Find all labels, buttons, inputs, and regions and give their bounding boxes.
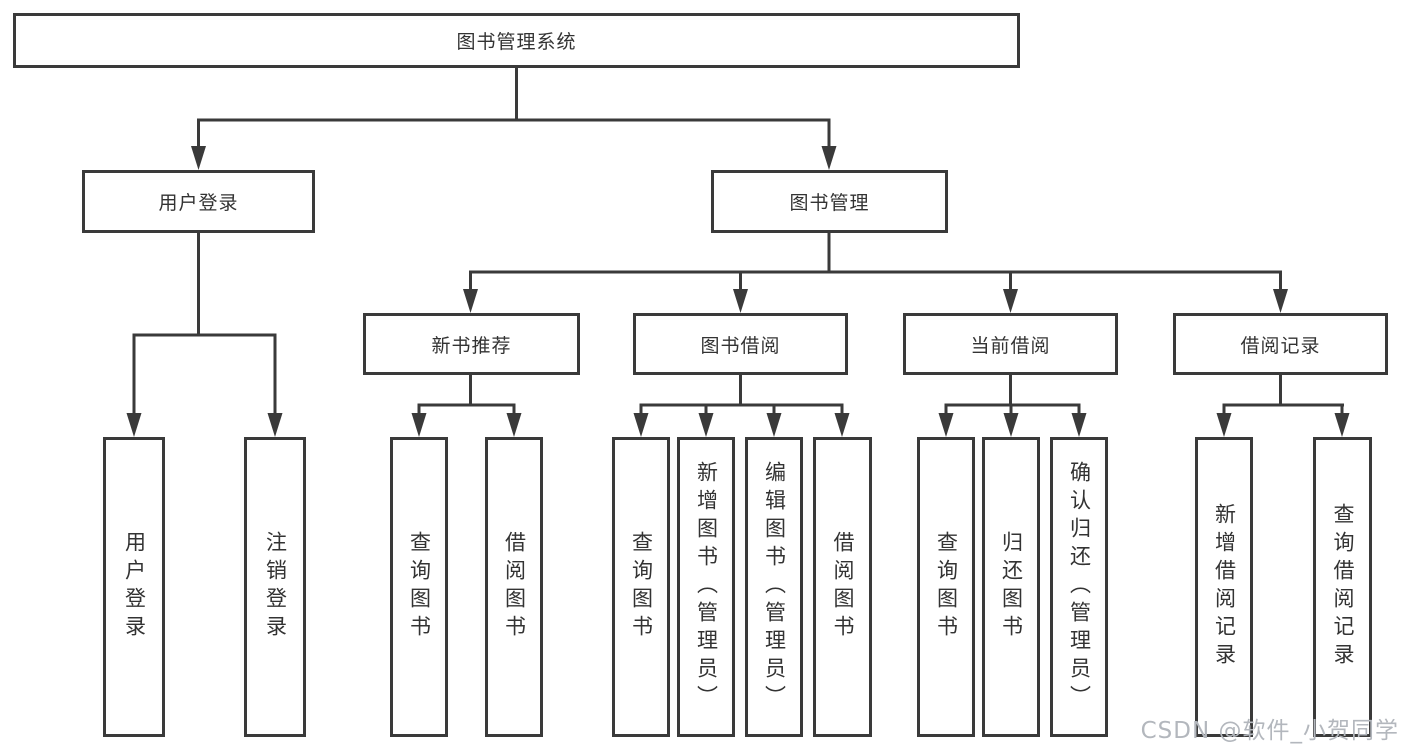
node-label: 编辑图书（管理员） [762,461,787,713]
node-user-login: 用户登录 [82,170,315,233]
node-label: 查询图书 [629,531,654,643]
node-book-management: 图书管理 [711,170,948,233]
node-label: 用户登录 [122,531,147,643]
node-borrowing-records: 借阅记录 [1173,313,1388,375]
leaf-edit-books-admin: 编辑图书（管理员） [745,437,803,737]
leaf-logout: 注销登录 [244,437,306,737]
node-current-borrowing: 当前借阅 [903,313,1118,375]
leaf-return-books: 归还图书 [982,437,1040,737]
leaf-add-borrow-record: 新增借阅记录 [1195,437,1253,737]
node-label: 查询图书 [407,531,432,643]
node-label: 图书管理系统 [456,31,577,53]
node-label: 新书推荐 [431,334,512,357]
node-label: 当前借阅 [970,334,1051,357]
node-label: 借阅记录 [1240,334,1321,357]
node-label: 确认归还（管理员） [1067,461,1092,713]
leaf-borrow-books-recommend: 借阅图书 [485,437,543,737]
node-label: 注销登录 [263,531,288,643]
node-label: 用户登录 [158,192,239,214]
node-new-book-recommendation: 新书推荐 [363,313,580,375]
leaf-query-borrow-record: 查询借阅记录 [1313,437,1372,737]
node-label: 查询图书 [934,531,959,643]
node-label: 借阅图书 [831,531,855,643]
leaf-query-books-recommend: 查询图书 [390,437,448,737]
node-label: 图书借阅 [700,334,781,357]
leaf-borrow-books: 借阅图书 [813,437,872,737]
node-library-management-system: 图书管理系统 [13,13,1020,68]
leaf-add-books-admin: 新增图书（管理员） [677,437,735,737]
node-label: 图书管理 [789,192,870,214]
node-label: 借阅图书 [502,531,527,643]
node-label: 归还图书 [999,531,1024,643]
node-label: 查询借阅记录 [1331,503,1355,671]
watermark: CSDN @软件_小贺同学 [1140,718,1399,744]
leaf-confirm-return-admin: 确认归还（管理员） [1050,437,1108,737]
node-label: 新增借阅记录 [1212,503,1237,671]
node-book-borrowing: 图书借阅 [633,313,848,375]
node-label: 新增图书（管理员） [694,461,719,713]
leaf-query-books-current: 查询图书 [917,437,975,737]
leaf-user-login: 用户登录 [103,437,165,737]
leaf-query-books-borrow: 查询图书 [612,437,670,737]
